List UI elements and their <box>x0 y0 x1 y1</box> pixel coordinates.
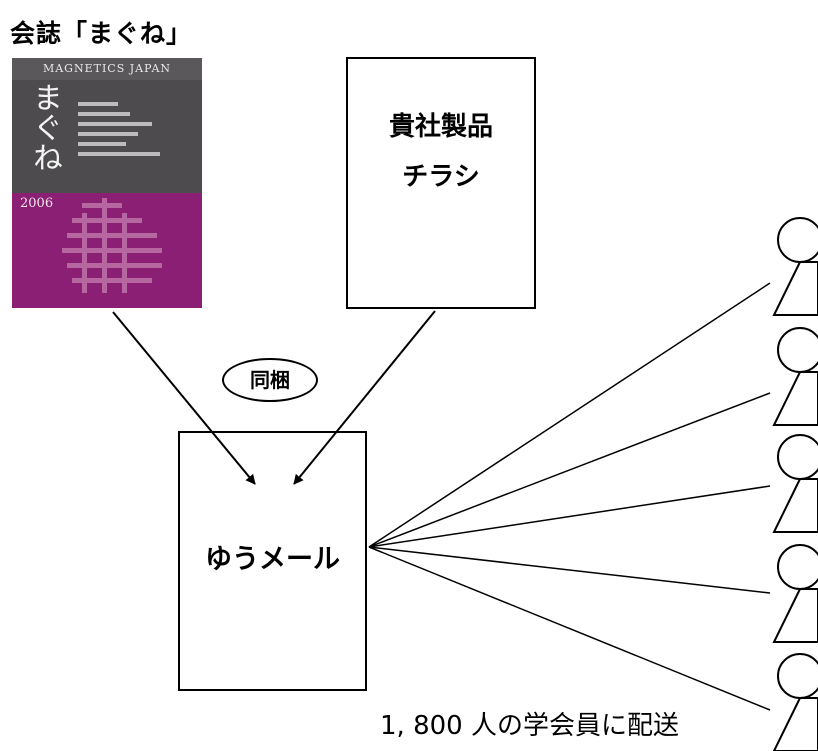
mail-label: ゆうメール <box>205 544 340 575</box>
magazine-year: 2006 <box>20 196 54 211</box>
magazine-cover-title: まぐね <box>27 82 62 172</box>
flyer-box: 貴社製品 チラシ <box>346 57 536 309</box>
delivery-line-2 <box>368 392 771 548</box>
person-icon <box>772 653 818 751</box>
flyer-label-line2: チラシ <box>402 162 480 192</box>
person-icon <box>772 217 818 316</box>
arrow-flyer-to-mail <box>293 310 436 485</box>
person-icon <box>772 434 818 533</box>
delivery-caption: 1, 800 人の学会員に配送 <box>380 711 679 741</box>
magazine-masthead: MAGNETICS JAPAN <box>12 58 202 80</box>
flyer-label-line1: 貴社製品 <box>388 112 493 142</box>
delivery-line-5 <box>368 546 771 711</box>
arrow-magazine-to-mail <box>112 311 256 485</box>
flyer-label: 貴社製品 チラシ <box>348 102 534 202</box>
person-icon <box>772 327 818 426</box>
page-title: 会誌「まぐね」 <box>10 19 193 48</box>
magazine-cover-lower-band <box>12 193 202 308</box>
magazine-cover-image: MAGNETICS JAPAN まぐね 2006 <box>12 58 202 308</box>
bundle-label: 同梱 <box>222 358 318 402</box>
delivery-line-1 <box>368 282 771 548</box>
delivery-line-4 <box>368 546 771 594</box>
mail-box: ゆうメール <box>178 431 367 691</box>
person-icon <box>772 544 818 643</box>
delivery-line-3 <box>368 485 771 548</box>
